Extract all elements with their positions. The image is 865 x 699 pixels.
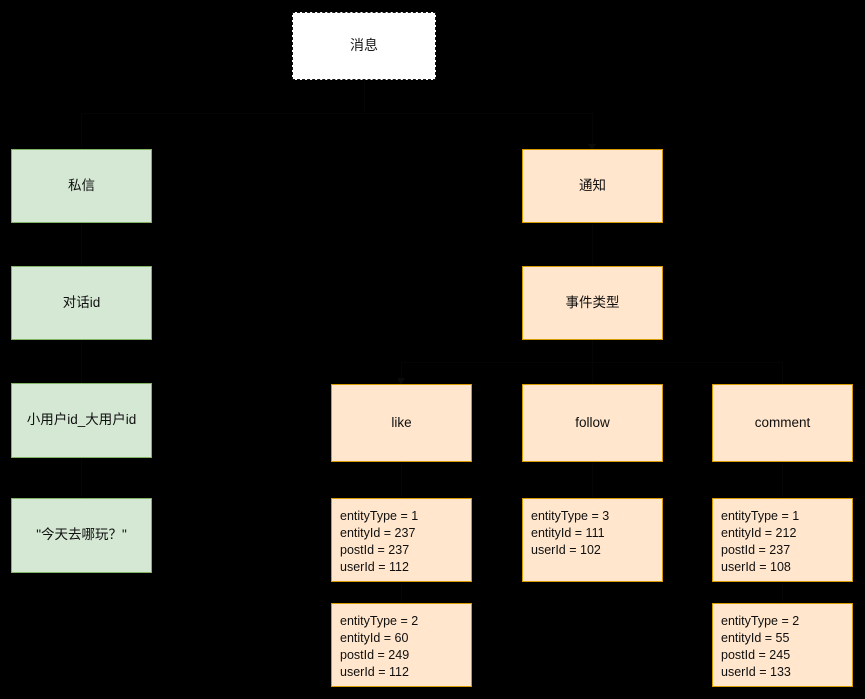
arrowhead-tongzhi: [588, 144, 596, 151]
edge-root-down: [364, 80, 365, 113]
node-conversation-id[interactable]: 对话id: [11, 266, 152, 340]
node-payload-like-2[interactable]: entityType = 2 entityId = 60 postId = 24…: [331, 603, 472, 687]
edge-shijian-down: [592, 340, 593, 362]
node-private-message[interactable]: 私信: [11, 149, 152, 223]
edge-spine-to-comment: [782, 362, 783, 383]
node-conversation-id-label: 对话id: [62, 294, 101, 310]
node-notification[interactable]: 通知: [522, 149, 663, 223]
edge-like-payload1-to-payload2: [401, 582, 402, 603]
edge-huatiid-to-userids: [81, 340, 82, 383]
edge-root-to-sixin: [81, 113, 82, 149]
node-payload-comment-1-text: entityType = 1 entityId = 212 postId = 2…: [721, 509, 800, 574]
edge-root-to-tongzhi: [592, 113, 593, 149]
edge-tongzhi-to-shijian: [592, 223, 593, 266]
node-user-id-pair[interactable]: 小用户id_大用户id: [11, 383, 152, 458]
node-event-follow[interactable]: follow: [522, 384, 663, 462]
node-event-follow-label: follow: [575, 414, 610, 430]
node-payload-comment-1[interactable]: entityType = 1 entityId = 212 postId = 2…: [712, 498, 853, 582]
node-event-type[interactable]: 事件类型: [522, 266, 663, 340]
node-event-comment[interactable]: comment: [712, 384, 853, 462]
edge-spine-to-like: [401, 362, 402, 383]
edge-userids-to-message: [81, 458, 82, 498]
node-event-comment-label: comment: [754, 414, 811, 430]
node-private-message-label: 私信: [68, 177, 95, 193]
node-payload-follow-1[interactable]: entityType = 3 entityId = 111 userId = 1…: [522, 498, 663, 582]
edge-root-spine: [81, 113, 593, 114]
edge-follow-to-payload-1: [592, 462, 593, 498]
node-payload-like-1[interactable]: entityType = 1 entityId = 237 postId = 2…: [331, 498, 472, 582]
edge-comment-payload1-to-payload2: [782, 582, 783, 603]
edge-comment-to-payload-1: [782, 462, 783, 498]
node-user-id-pair-label: 小用户id_大用户id: [26, 412, 137, 428]
edge-like-to-payload-1: [401, 462, 402, 498]
node-root-message[interactable]: 消息: [292, 12, 436, 80]
node-payload-follow-1-text: entityType = 3 entityId = 111 userId = 1…: [531, 509, 610, 557]
node-payload-comment-2[interactable]: entityType = 2 entityId = 55 postId = 24…: [712, 603, 853, 687]
node-payload-like-1-text: entityType = 1 entityId = 237 postId = 2…: [340, 509, 419, 574]
edge-sixin-to-huatiid: [81, 223, 82, 266]
node-message-content[interactable]: "今天去哪玩？": [11, 498, 152, 573]
node-payload-comment-2-text: entityType = 2 entityId = 55 postId = 24…: [721, 614, 800, 679]
node-message-content-label: "今天去哪玩？": [36, 527, 127, 543]
node-event-type-label: 事件类型: [565, 294, 620, 310]
node-notification-label: 通知: [579, 177, 606, 193]
edge-spine-to-follow: [592, 362, 593, 383]
arrowhead-like: [397, 378, 405, 385]
node-root-message-label: 消息: [350, 37, 378, 54]
node-event-like[interactable]: like: [331, 384, 472, 462]
node-payload-like-2-text: entityType = 2 entityId = 60 postId = 24…: [340, 614, 419, 679]
edge-event-spine: [401, 362, 782, 363]
node-event-like-label: like: [391, 414, 412, 430]
